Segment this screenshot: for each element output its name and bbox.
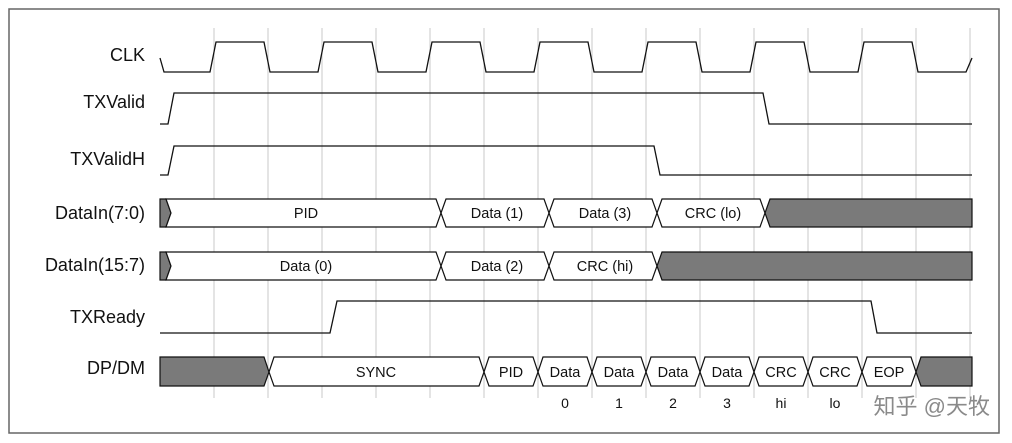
diagram-border — [8, 8, 1000, 434]
signal-label-clk: CLK — [110, 45, 145, 65]
dpdm-sublabel-lo: lo — [830, 395, 841, 411]
datain-high-label-data2: Data (2) — [471, 259, 523, 275]
dpdm-label-data2: Data — [658, 365, 690, 381]
txvalid-waveform — [160, 92, 972, 125]
datain-high-labels: Data (0) Data (2) CRC (hi) — [280, 259, 633, 275]
datain-low-segment-pid — [165, 198, 442, 228]
signal-label-datain-high: DataIn(15:7) — [45, 255, 145, 275]
dpdm-label-data0: Data — [550, 365, 582, 381]
datain-high-bus — [159, 251, 973, 281]
datain-low-bus — [159, 198, 973, 228]
dpdm-idle-end — [915, 356, 973, 387]
datain-low-idle-end — [764, 198, 973, 228]
datain-low-label-data1: Data (1) — [471, 206, 523, 222]
signal-label-txvalidh: TXValidH — [70, 149, 145, 169]
signal-label-txvalid: TXValid — [83, 92, 145, 112]
datain-low-labels: PID Data (1) Data (3) CRC (lo) — [294, 206, 741, 222]
signal-label-txready: TXReady — [70, 307, 145, 327]
dpdm-label-eop: EOP — [874, 365, 905, 381]
dpdm-label-data1: Data — [604, 365, 636, 381]
dpdm-sublabels: 0 1 2 3 hi lo — [561, 395, 841, 411]
dpdm-label-sync: SYNC — [356, 365, 396, 381]
txvalidh-waveform — [160, 145, 972, 176]
datain-low-label-crclo: CRC (lo) — [685, 206, 741, 222]
datain-high-idle-end — [656, 251, 973, 281]
datain-low-label-data3: Data (3) — [579, 206, 631, 222]
dpdm-sublabel-hi: hi — [776, 395, 787, 411]
dpdm-sublabel-1: 1 — [615, 395, 623, 411]
datain-high-label-data0: Data (0) — [280, 259, 332, 275]
dpdm-label-pid: PID — [499, 365, 523, 381]
signal-labels: CLK TXValid TXValidH DataIn(7:0) DataIn(… — [45, 45, 145, 378]
dpdm-label-crclo: CRC — [819, 365, 850, 381]
datain-high-segment-data0 — [165, 251, 442, 281]
datain-low-label-pid: PID — [294, 206, 318, 222]
datain-high-label-crchi: CRC (hi) — [577, 259, 633, 275]
watermark-text: 知乎 @天牧 — [874, 394, 990, 419]
dpdm-sublabel-2: 2 — [669, 395, 677, 411]
dpdm-idle-start — [159, 356, 270, 387]
dpdm-bus — [159, 356, 973, 387]
dpdm-sublabel-0: 0 — [561, 395, 569, 411]
dpdm-label-crchi: CRC — [765, 365, 796, 381]
txready-waveform — [160, 300, 972, 334]
signal-label-datain-low: DataIn(7:0) — [55, 203, 145, 223]
clk-waveform — [159, 41, 973, 73]
dpdm-label-data3: Data — [712, 365, 744, 381]
dpdm-labels: SYNC PID Data Data Data Data CRC CRC EOP — [356, 365, 904, 381]
dpdm-sublabel-3: 3 — [723, 395, 731, 411]
signal-label-dpdm: DP/DM — [87, 358, 145, 378]
